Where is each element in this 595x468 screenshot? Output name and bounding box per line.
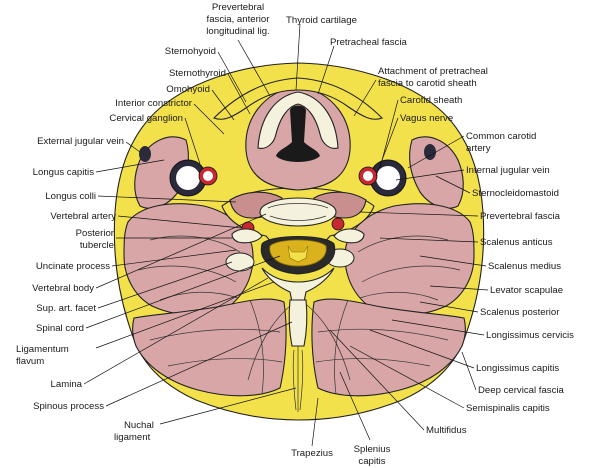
label-common-carotid-1: Common carotid <box>466 131 536 142</box>
lamina <box>261 267 335 303</box>
label-sternocleidomastoid: Sternocleidomastoid <box>472 188 559 199</box>
articular-facet-left <box>225 252 255 272</box>
label-prevertebral-fascia-2: fascia, anterior <box>207 14 271 25</box>
label-multifidus: Multifidus <box>426 425 467 436</box>
transverse-process-right <box>333 228 365 244</box>
label-prevertebral-fascia-3: longitudinal lig. <box>206 26 269 37</box>
label-sternothyroid: Sternothyroid <box>169 68 226 79</box>
label-prevertebral-fascia-1: Prevertebral <box>212 2 264 13</box>
label-vertebral-artery: Vertebral artery <box>50 211 116 222</box>
leader-lines <box>83 23 489 447</box>
vertebral-artery-right <box>331 217 345 231</box>
label-longissimus-capitis: Longissimus capitis <box>476 363 559 374</box>
label-attachment-1: Attachment of pretracheal <box>378 66 488 77</box>
label-posterior-tubercle-1: Posterior <box>76 228 115 239</box>
spinous-process <box>288 299 308 347</box>
posterior-muscles-right <box>311 298 466 397</box>
label-posterior-tubercle-2: tubercle <box>80 240 114 251</box>
internal-jugular-vein-left <box>176 166 200 190</box>
label-splenius-capitis-2: capitis <box>358 456 385 467</box>
label-common-carotid-2: artery <box>466 143 491 154</box>
external-jugular-vein-right <box>424 144 436 160</box>
labels-bottom: Trapezius Splenius capitis <box>291 444 390 467</box>
label-ligamentum-flavum-1: Ligamentum <box>16 344 69 355</box>
internal-jugular-vein-right <box>376 166 400 190</box>
label-external-jugular-vein: External jugular vein <box>37 136 124 147</box>
label-cervical-ganglion: Cervical ganglion <box>109 113 183 124</box>
posterior-muscles-left <box>132 298 287 397</box>
label-thyroid-cartilage: Thyroid cartilage <box>286 15 357 26</box>
muscle-bundle-lines <box>137 235 461 395</box>
label-interior-constrictor: Interior constrictor <box>115 98 193 109</box>
thyroid-cartilage <box>257 91 339 149</box>
label-spinous-process: Spinous process <box>33 401 104 412</box>
label-pretracheal-fascia: Pretracheal fascia <box>330 37 407 48</box>
label-levator-scapulae: Levator scapulae <box>490 285 563 296</box>
vertebral-body-texture <box>267 203 329 221</box>
label-lamina: Lamina <box>51 379 83 390</box>
label-longus-capitis: Longus capitis <box>33 167 95 178</box>
nuchal-ligament <box>292 346 304 412</box>
label-nuchal-ligament-1: Nuchal <box>124 420 154 431</box>
sternocleidomastoid-right <box>409 136 464 209</box>
label-scalenus-posterior: Scalenus posterior <box>480 307 560 318</box>
label-deep-cervical-fascia: Deep cervical fascia <box>478 385 565 396</box>
labels-left: Sternohyoid Sternothyroid Omohyoid Inter… <box>16 46 226 443</box>
carotid-lumen-right <box>363 171 373 181</box>
label-trapezius: Trapezius <box>291 448 333 459</box>
labels-right: Carotid sheath Vagus nerve Common caroti… <box>400 95 574 436</box>
transverse-process-left <box>231 228 263 244</box>
carotid-lumen-left <box>203 171 213 181</box>
label-scalenus-medius: Scalenus medius <box>488 261 561 272</box>
label-carotid-sheath: Carotid sheath <box>400 95 462 106</box>
glottis <box>276 105 320 162</box>
label-sup-art-facet: Sup. art. facet <box>36 303 96 314</box>
label-omohyoid: Omohyoid <box>166 84 210 95</box>
label-internal-jugular-vein: Internal jugular vein <box>466 165 550 176</box>
external-jugular-vein-left <box>139 146 151 162</box>
label-prevertebral-fascia-right: Prevertebral fascia <box>480 211 561 222</box>
label-sternohyoid: Sternohyoid <box>165 46 216 57</box>
label-ligamentum-flavum-2: flavum <box>16 356 44 367</box>
label-attachment-2: fascia to carotid sheath <box>378 78 477 89</box>
label-scalenus-anticus: Scalenus anticus <box>480 237 553 248</box>
label-vertebral-body: Vertebral body <box>32 283 94 294</box>
labels-top: Prevertebral fascia, anterior longitudin… <box>206 2 488 89</box>
label-vagus-nerve: Vagus nerve <box>400 113 453 124</box>
label-nuchal-ligament-2: ligament <box>114 432 151 443</box>
label-spinal-cord: Spinal cord <box>36 323 84 334</box>
label-semispinalis-capitis: Semispinalis capitis <box>466 403 550 414</box>
vertebral-body <box>259 197 337 227</box>
label-longus-colli: Longus colli <box>45 191 96 202</box>
spinal-cord-grey-matter <box>287 245 309 263</box>
label-uncinate-process: Uncinate process <box>36 261 110 272</box>
label-splenius-capitis-1: Splenius <box>354 444 391 455</box>
label-longissimus-cervicis: Longissimus cervicis <box>486 330 574 341</box>
